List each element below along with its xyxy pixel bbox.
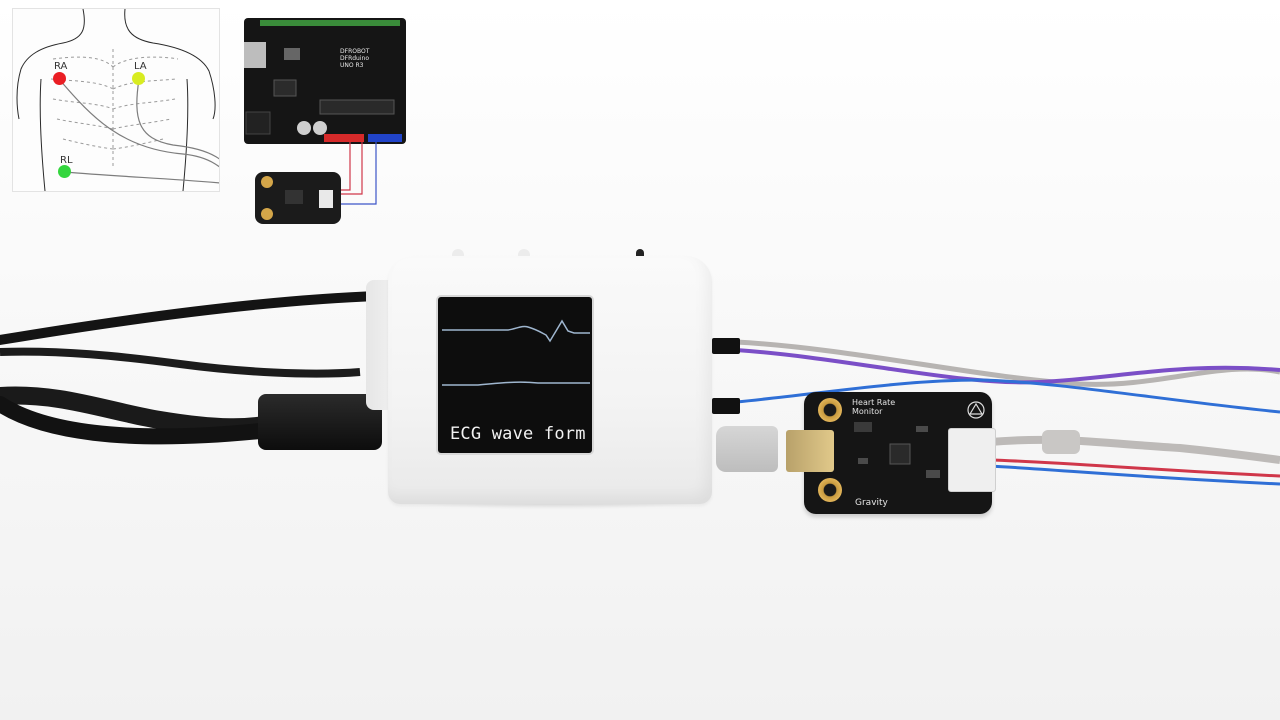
- diagram-wires: [340, 142, 377, 205]
- electrode-la-label: LA: [134, 61, 147, 72]
- pin-header-top: [712, 338, 740, 354]
- oled-display: [438, 297, 592, 453]
- sensor-silkscreen: Heart Rate Monitor: [852, 398, 895, 416]
- arduino-silk-line-3: UNO R3: [340, 62, 364, 69]
- audio-jack-socket: [786, 430, 834, 472]
- diagram-sensor-art: [261, 176, 333, 220]
- ecg-waveform: [442, 319, 590, 386]
- device-button-right: [636, 249, 644, 256]
- electrode-rl-label: RL: [60, 155, 73, 166]
- screen-caption: ECG wave form: [450, 424, 586, 444]
- arduino-silk-line-2: DFRduino: [340, 55, 369, 62]
- device-button-left: [452, 249, 464, 256]
- sensor-components: [854, 422, 940, 478]
- electrode-ra-label: RA: [54, 61, 68, 72]
- device-button-middle: [518, 249, 530, 256]
- arduino-silk-line-1: DFROBOT: [340, 48, 370, 55]
- audio-jack-plug: [716, 426, 778, 472]
- arduino-silkscreen: DFROBOT DFRduino UNO R3: [340, 48, 400, 69]
- arduino-board-illustration: DFROBOT DFRduino UNO R3: [244, 18, 406, 144]
- electrode-rl-marker: [58, 165, 71, 178]
- electrode-la-marker: [132, 72, 145, 85]
- electrode-ra-marker: [53, 72, 66, 85]
- jst-connector: [948, 428, 996, 492]
- sensor-silk-line-2: Monitor: [852, 407, 883, 416]
- diagram-sensor-board: [255, 172, 341, 224]
- sensor-silk-line-1: Heart Rate: [852, 398, 896, 407]
- gravity-logo-icon: [967, 401, 985, 419]
- mounting-hole-top: [818, 398, 842, 422]
- mounting-hole-bottom: [818, 478, 842, 502]
- arduino-board-art: [244, 20, 402, 142]
- pin-header-bottom: [712, 398, 740, 414]
- gravity-brand-label: Gravity: [855, 498, 888, 508]
- usb-c-plug: [258, 394, 382, 450]
